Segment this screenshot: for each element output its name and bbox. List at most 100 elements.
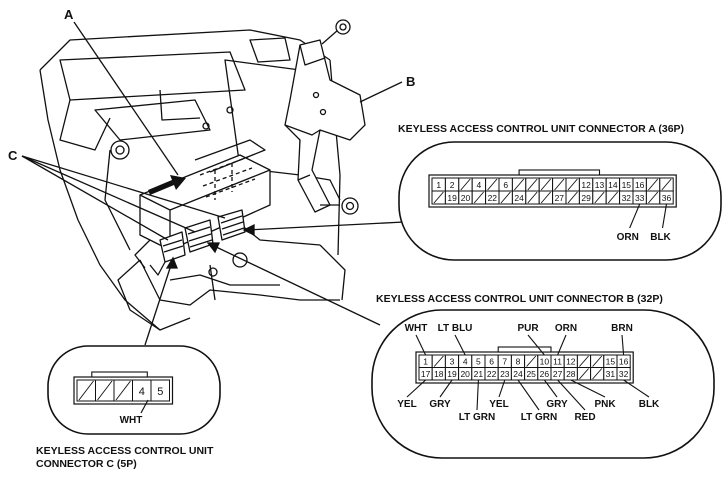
connector-a-lock-tab bbox=[518, 169, 601, 176]
connector-b-pin-10: 10 bbox=[540, 357, 550, 367]
connector-b-wire-bottom-3: YEL bbox=[489, 399, 508, 410]
connector-c-cell bbox=[150, 379, 170, 402]
connector-b-pin-8: 8 bbox=[516, 357, 521, 367]
connector-b-outline bbox=[371, 309, 715, 459]
empty-cavity-mark bbox=[648, 191, 659, 204]
empty-cavity-mark bbox=[460, 178, 471, 191]
connector-b-pin-25: 25 bbox=[526, 369, 536, 379]
wire-leader-line bbox=[527, 334, 545, 356]
empty-cavity-mark bbox=[648, 178, 659, 191]
dashboard-illustration bbox=[39, 19, 366, 331]
connector-c-lock-tab bbox=[91, 371, 148, 378]
leader-lines bbox=[144, 221, 405, 346]
callout-a: A bbox=[64, 7, 74, 22]
connector-a-pin-1: 1 bbox=[436, 180, 441, 190]
wire-leader-line bbox=[543, 379, 558, 398]
connector-a-wire-orn: ORN bbox=[617, 232, 639, 243]
connector-b-pin-32: 32 bbox=[619, 369, 629, 379]
connector-b-pin-5: 5 bbox=[476, 357, 481, 367]
connector-b-wire-top-1: LT BLU bbox=[438, 323, 473, 334]
wire-leader-line bbox=[517, 379, 540, 411]
connector-b-wire-bottom-8: BLK bbox=[639, 399, 660, 410]
connector-b-pin-12: 12 bbox=[566, 357, 576, 367]
connector-a-pin-14: 14 bbox=[608, 180, 618, 190]
connector-a-pin-22: 22 bbox=[488, 193, 498, 203]
connector-a-pin-32: 32 bbox=[622, 193, 632, 203]
connector-b-pin-27: 27 bbox=[553, 369, 563, 379]
connector-b-wire-top-0: WHT bbox=[405, 323, 428, 334]
connector-b-pin-15: 15 bbox=[606, 357, 616, 367]
empty-cavity-mark bbox=[527, 178, 538, 191]
empty-cavity-mark bbox=[594, 191, 605, 204]
wire-leader-line bbox=[439, 379, 453, 398]
empty-cavity-mark bbox=[540, 191, 551, 204]
connector-a-pin-16: 16 bbox=[635, 180, 645, 190]
connector-b-wire-bottom-2: LT GRN bbox=[459, 412, 495, 423]
empty-cavity-mark bbox=[661, 178, 672, 191]
connector-a-pin-6: 6 bbox=[503, 180, 508, 190]
connector-a-detail: KEYLESS ACCESS CONTROL UNIT CONNECTOR A … bbox=[398, 123, 722, 261]
connector-c-title-line1: KEYLESS ACCESS CONTROL UNIT bbox=[36, 445, 214, 457]
wire-leader-line bbox=[557, 379, 586, 411]
connector-b-title: KEYLESS ACCESS CONTROL UNIT CONNECTOR B … bbox=[376, 293, 663, 305]
empty-cavity-mark bbox=[433, 355, 444, 367]
empty-cavity-mark bbox=[526, 355, 537, 367]
empty-cavity-mark bbox=[487, 178, 498, 191]
connector-b-pin-22: 22 bbox=[487, 369, 497, 379]
connector-a-pin-29: 29 bbox=[581, 193, 591, 203]
connector-b-lock-tab bbox=[497, 346, 552, 353]
empty-cavity-mark bbox=[500, 191, 511, 204]
connector-b-pin-7: 7 bbox=[502, 357, 507, 367]
empty-cavity-mark bbox=[540, 178, 551, 191]
connector-b-wire-bottom-1: GRY bbox=[429, 399, 451, 410]
empty-cavity-mark bbox=[567, 178, 578, 191]
callout-c: C bbox=[8, 148, 18, 163]
empty-cavity-mark bbox=[579, 355, 589, 367]
connector-b-wire-top-2: PUR bbox=[517, 323, 539, 334]
connector-a-title: KEYLESS ACCESS CONTROL UNIT CONNECTOR A … bbox=[398, 123, 684, 135]
connector-b-pin-11: 11 bbox=[553, 357, 562, 367]
empty-cavity-mark bbox=[567, 191, 578, 204]
connector-a-pin-4: 4 bbox=[477, 180, 482, 190]
wire-leader-line bbox=[621, 334, 625, 356]
connector-b-pin-23: 23 bbox=[500, 369, 510, 379]
connector-a-wire-blk: BLK bbox=[650, 232, 671, 243]
connector-b-pin-4: 4 bbox=[463, 357, 468, 367]
connector-b-pin-21: 21 bbox=[474, 369, 484, 379]
connector-b-pin-6: 6 bbox=[489, 357, 494, 367]
empty-cavity-mark bbox=[592, 355, 603, 367]
connector-b-detail: KEYLESS ACCESS CONTROL UNIT CONNECTOR B … bbox=[371, 293, 715, 459]
empty-cavity-mark bbox=[607, 191, 618, 204]
connector-a-pin-2: 2 bbox=[450, 180, 455, 190]
connector-a-pin-12: 12 bbox=[581, 180, 591, 190]
empty-cavity-mark bbox=[433, 191, 444, 204]
empty-cavity-mark bbox=[473, 191, 484, 204]
connector-c-title-line2: CONNECTOR C (5P) bbox=[36, 458, 137, 470]
connector-a-pin-15: 15 bbox=[622, 180, 632, 190]
wire-leader-line bbox=[476, 379, 479, 411]
connector-b-wire-bottom-7: PNK bbox=[594, 399, 616, 410]
connector-b-pin-28: 28 bbox=[566, 369, 576, 379]
connector-b-pin-26: 26 bbox=[540, 369, 550, 379]
connector-b-pin-24: 24 bbox=[513, 369, 523, 379]
connector-b-pin-20: 20 bbox=[460, 369, 470, 379]
wire-leader-line bbox=[415, 334, 427, 356]
wire-leader-line bbox=[629, 203, 641, 229]
connector-b-wire-bottom-5: GRY bbox=[546, 399, 568, 410]
callout-b: B bbox=[406, 74, 415, 89]
connector-b-pin-3: 3 bbox=[450, 357, 455, 367]
connector-a-pin-19: 19 bbox=[447, 193, 457, 203]
empty-cavity-mark bbox=[514, 178, 525, 191]
connector-c-wire-label: WHT bbox=[120, 415, 143, 426]
connector-b-pin-17: 17 bbox=[421, 369, 431, 379]
connector-a-wire-labels: ORN BLK bbox=[617, 203, 672, 243]
connector-a-pin-20: 20 bbox=[461, 193, 471, 203]
connector-b-pin-31: 31 bbox=[606, 369, 616, 379]
removal-arrow-icon bbox=[148, 175, 186, 195]
